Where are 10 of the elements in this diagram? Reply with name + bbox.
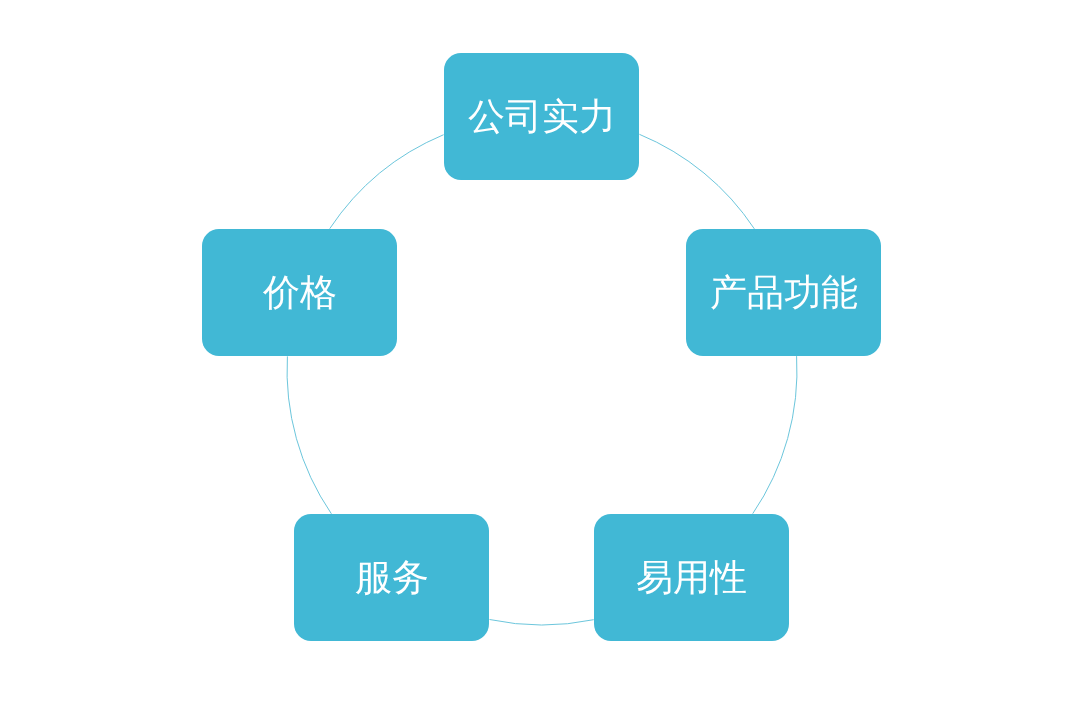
topic-box: 公司实力 (444, 53, 639, 180)
topic-box: 产品功能 (686, 229, 881, 356)
topic-box: 服务 (294, 514, 489, 641)
connector-arc (638, 133, 755, 230)
connector-arc (286, 355, 332, 515)
topic-box: 价格 (202, 229, 397, 356)
connector-arc (752, 355, 798, 515)
connector-arc (489, 619, 595, 626)
topic-box: 易用性 (594, 514, 789, 641)
connector-arc (329, 134, 445, 230)
